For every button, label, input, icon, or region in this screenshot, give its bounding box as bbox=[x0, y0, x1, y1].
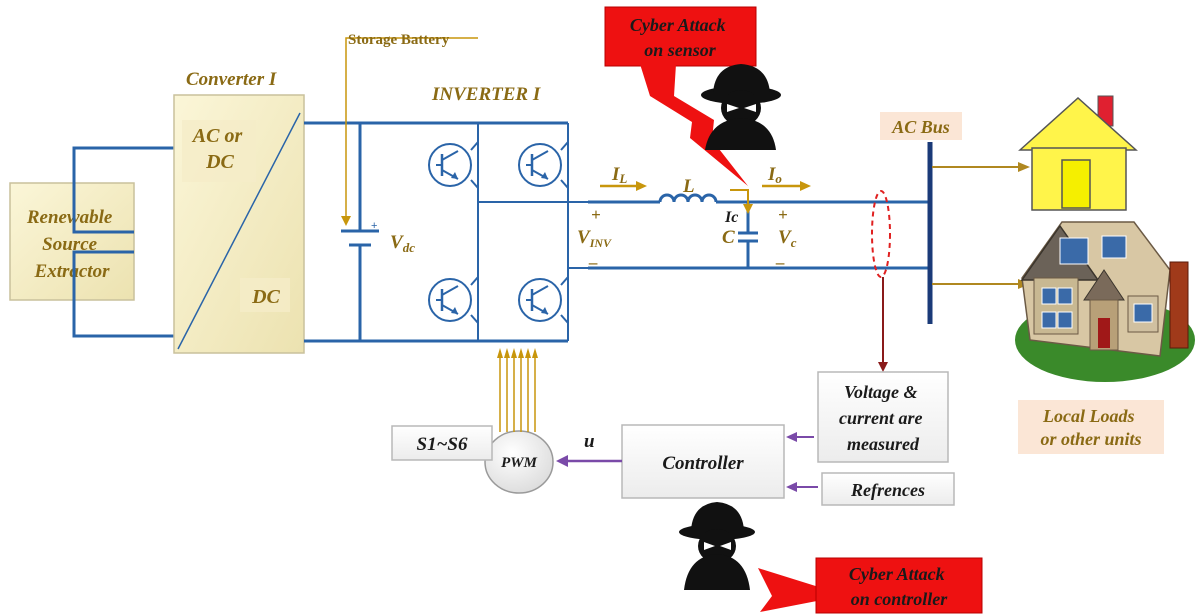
converter-title: Converter I bbox=[186, 69, 277, 90]
vinv-plus: + bbox=[591, 205, 601, 224]
igbt-switch-icon bbox=[427, 142, 473, 188]
hacker-icon bbox=[679, 502, 755, 590]
pwm-block bbox=[484, 430, 554, 494]
controller-box bbox=[621, 424, 785, 499]
inverter-bridge bbox=[427, 123, 588, 341]
measurement-point bbox=[871, 190, 891, 278]
storage-battery-label: Storage Battery bbox=[348, 32, 450, 48]
converter-input-label: AC or DC bbox=[191, 125, 247, 173]
igbt-switch-icon bbox=[517, 277, 563, 323]
inductor-label: L bbox=[682, 176, 695, 197]
gate-signals bbox=[497, 348, 538, 432]
capacitor-icon bbox=[738, 231, 758, 243]
lightning-bolt-icon bbox=[640, 64, 748, 186]
hacker-icon bbox=[701, 64, 781, 150]
io-label: Io bbox=[767, 164, 782, 186]
vinv-label: VINV bbox=[577, 227, 612, 250]
il-label: IL bbox=[611, 164, 627, 186]
measurement-label: Voltage & current are measured bbox=[839, 382, 927, 454]
converter-output-label: DC bbox=[251, 286, 280, 308]
igbt-switch-icon bbox=[427, 277, 473, 323]
switches-label: S1~S6 bbox=[417, 434, 468, 455]
vinv-minus: – bbox=[588, 253, 598, 272]
references-box bbox=[821, 472, 955, 506]
building-icon bbox=[1015, 221, 1195, 382]
lightning-bolt-icon bbox=[758, 565, 822, 612]
ic-label: Ic bbox=[724, 209, 738, 226]
capacitor-label: C bbox=[722, 227, 735, 248]
renewable-source-box bbox=[9, 182, 135, 301]
references-label: Refrences bbox=[850, 480, 925, 500]
switches-box bbox=[391, 425, 493, 461]
battery-icon: + bbox=[341, 220, 379, 247]
vdc-label: Vdc bbox=[390, 232, 415, 255]
controller-label: Controller bbox=[662, 453, 744, 474]
attack-controller-label: Cyber Attack on controller bbox=[849, 564, 949, 609]
control-signal-label: u bbox=[584, 431, 595, 452]
attack-sensor-label: Cyber Attack on sensor bbox=[630, 15, 730, 60]
attack-sensor-box bbox=[604, 6, 757, 67]
igbt-switch-icon bbox=[517, 142, 563, 188]
inverter-title: INVERTER I bbox=[431, 84, 541, 105]
vc-minus: – bbox=[775, 253, 785, 272]
measurement-box bbox=[817, 371, 949, 463]
ac-bus-label: AC Bus bbox=[891, 117, 950, 137]
vc-label: Vc bbox=[778, 227, 797, 250]
inductor-icon bbox=[658, 193, 718, 203]
vc-plus: + bbox=[778, 205, 788, 224]
house-icon bbox=[1018, 95, 1138, 211]
pwm-label: PWM bbox=[501, 455, 538, 471]
attack-controller-box bbox=[815, 557, 983, 614]
svg-text:+: + bbox=[371, 220, 377, 232]
renewable-source-label: Renewable Source Extractor bbox=[26, 207, 117, 282]
local-loads-label: Local Loads or other units bbox=[1040, 406, 1141, 449]
